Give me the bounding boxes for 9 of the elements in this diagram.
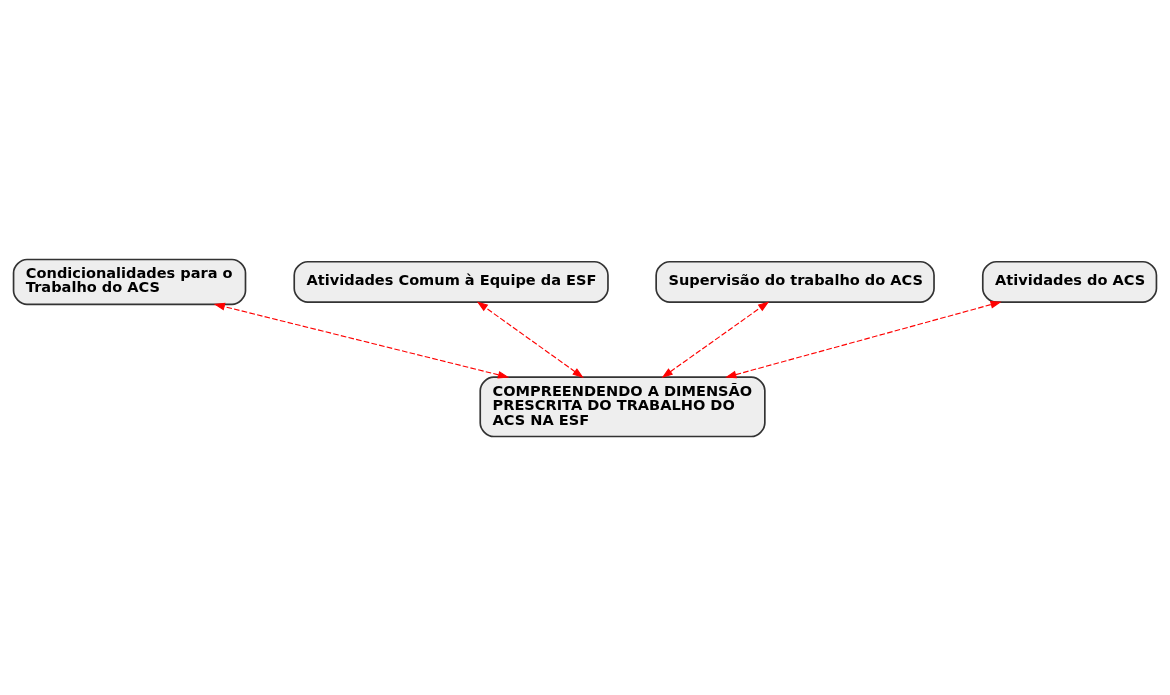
- node-box: Supervisão do trabalho do ACS: [655, 260, 935, 303]
- node-box: COMPREENDENDO A DIMENSÃO PRESCRITA DO TRABALHO DO ACS NA ESF: [479, 375, 766, 437]
- arrow: [725, 300, 1002, 378]
- node-box: Atividades do ACS: [981, 260, 1158, 303]
- arrow: [661, 300, 770, 378]
- arrow: [213, 302, 510, 379]
- arrow: [476, 300, 584, 378]
- node-box: Condicionalidades para o Trabalho do ACS: [12, 258, 247, 305]
- node-box: Atividades Comum à Equipe da ESF: [293, 260, 609, 303]
